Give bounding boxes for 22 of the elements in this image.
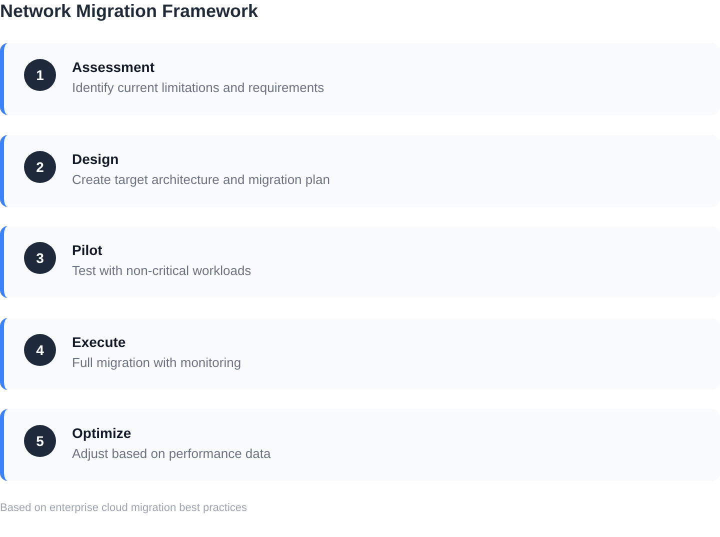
step-card [0,43,720,115]
step-card [0,226,720,298]
step-description: Create target architecture and migration plan [72,171,330,189]
step-description: Identify current limitations and requirements [72,79,324,97]
step-number: 2 [24,151,56,183]
step-title: Design [72,150,119,169]
step-card [0,409,720,481]
step-description: Adjust based on performance data [72,445,271,463]
step-number: 3 [24,242,56,274]
step-card [0,135,720,207]
step-number: 5 [24,425,56,457]
step-number: 4 [24,334,56,366]
step-title: Optimize [72,424,132,443]
step-number: 1 [24,59,56,91]
source-note: Based on enterprise cloud migration best practices [0,501,248,515]
step-card [0,318,720,390]
step-title: Execute [72,333,126,352]
step-description: Full migration with monitoring [72,354,242,372]
step-title: Assessment [72,58,154,77]
diagram-title: Network Migration Framework [0,0,258,22]
step-description: Test with non-critical workloads [72,262,252,280]
step-title: Pilot [72,241,102,260]
